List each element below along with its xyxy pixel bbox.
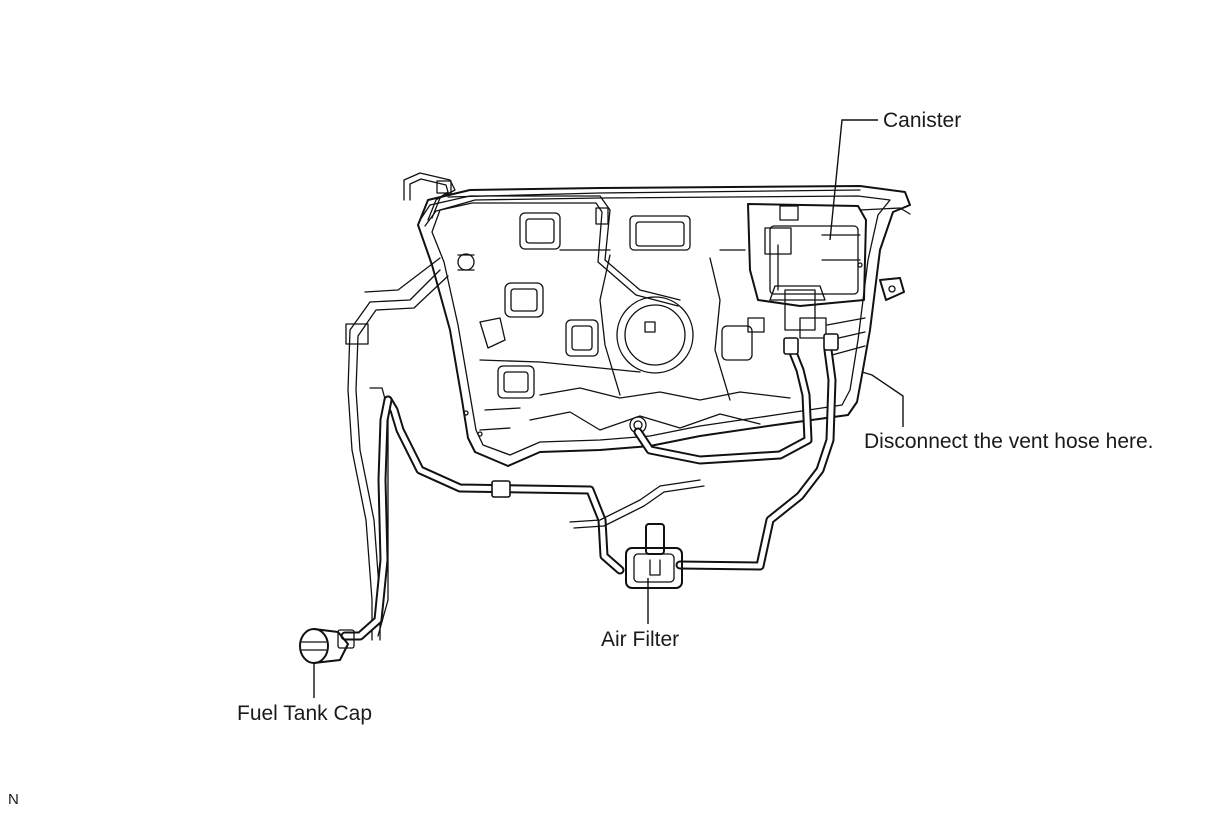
mounting-bracket <box>859 207 911 301</box>
leader-lines <box>313 119 904 698</box>
vent-hose-label: Disconnect the vent hose here. <box>864 430 1154 453</box>
fuel-tank-cap-label: Fuel Tank Cap <box>237 702 373 725</box>
vent-hoses <box>340 333 839 641</box>
figure-code: N <box>8 791 19 808</box>
vent-hose-leader <box>861 371 904 427</box>
canister-leader <box>829 119 878 241</box>
air-filter-label: Air Filter <box>601 628 680 651</box>
vapor-line <box>403 172 681 307</box>
filler-pipe <box>345 257 449 641</box>
canister <box>747 203 867 356</box>
canister-label: Canister <box>883 109 962 132</box>
air-filter <box>625 523 683 589</box>
fuel-tank <box>417 185 911 467</box>
